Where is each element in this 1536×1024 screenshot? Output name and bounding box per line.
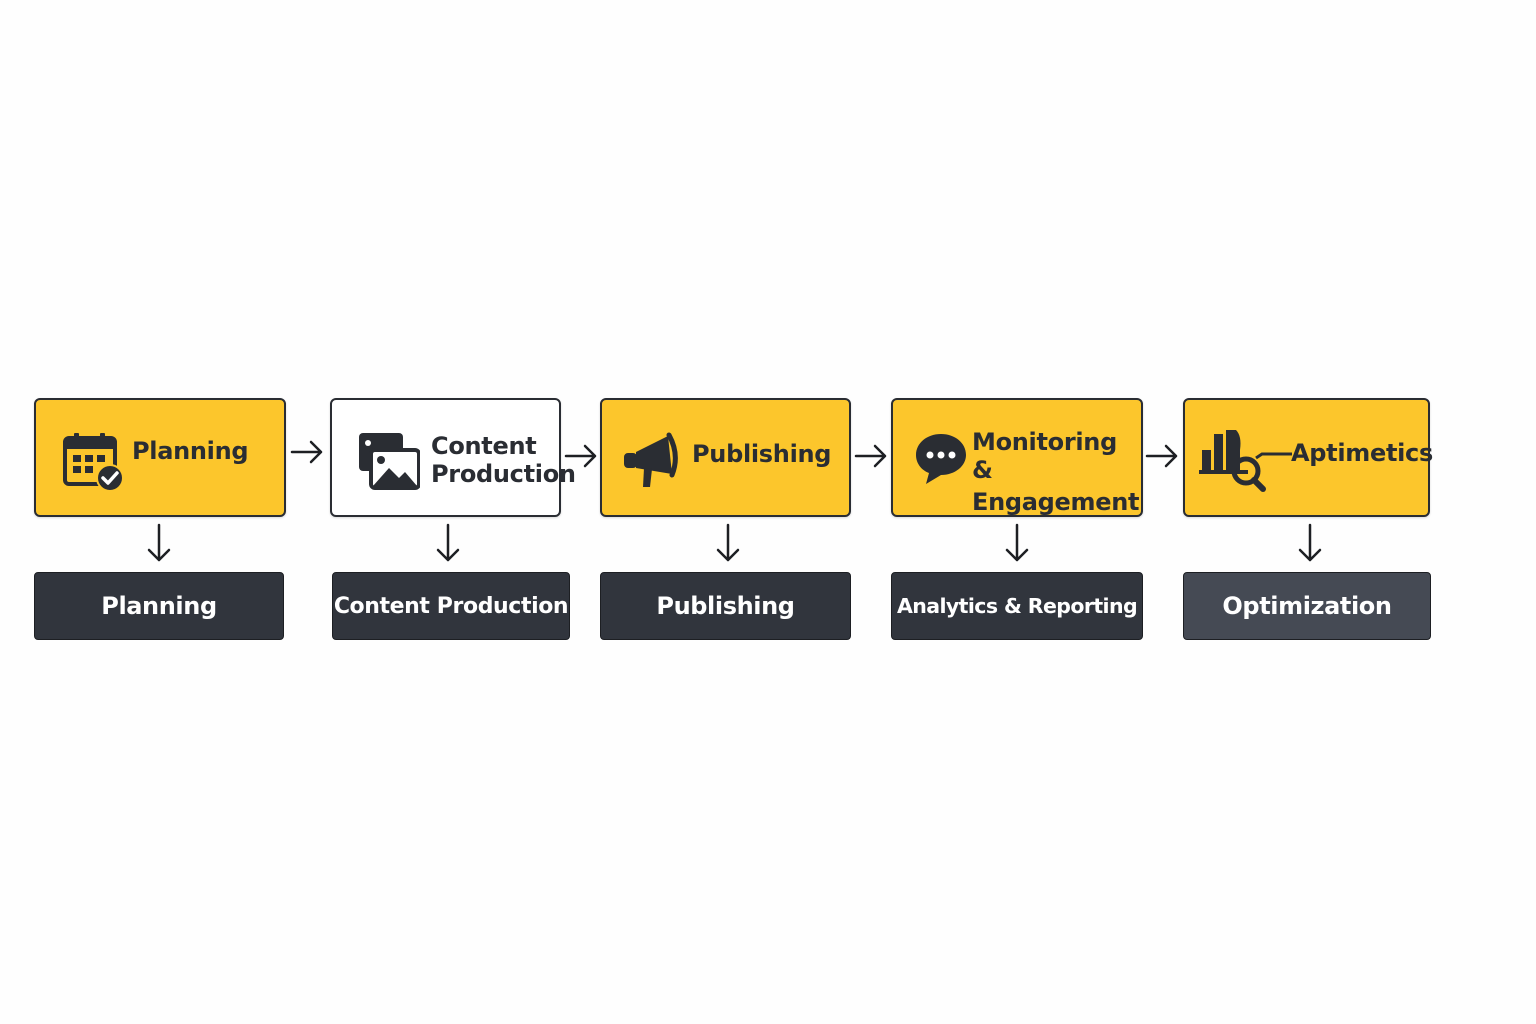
chart-search-icon (1198, 426, 1310, 500)
arrow-right-icon (290, 440, 324, 468)
arrow-down-icon (1298, 523, 1322, 567)
megaphone-icon (622, 430, 682, 494)
arrow-right-icon (564, 444, 598, 472)
arrow-right-icon (1145, 444, 1179, 472)
arrow-down-icon (147, 523, 171, 567)
stage-box-aptimetics: Aptimetics (1183, 398, 1433, 517)
arrow-down-icon (436, 523, 460, 567)
output-box-planning: Planning (34, 572, 284, 640)
stage-box-content-production: Content Production (330, 398, 576, 517)
stage-label-line2: Engagement (972, 488, 1140, 516)
arrow-down-icon (716, 523, 740, 567)
stage-box-monitoring-engagement: Monitoring & Engagement (891, 398, 1143, 517)
stage-label-line1: Content (431, 432, 537, 460)
stage-label-aptimetics: Aptimetics (1291, 439, 1433, 467)
output-box-content-production: Content Production (332, 572, 570, 640)
chat-bubble-icon (913, 431, 969, 491)
stage-label-monitoring-engagement: Monitoring & Engagement (972, 428, 1141, 516)
stage-label-line1: Monitoring & (972, 428, 1117, 484)
arrow-right-icon (854, 444, 888, 472)
stage-label-content-production: Content Production (431, 432, 576, 488)
output-box-optimization: Optimization (1183, 572, 1431, 640)
output-box-publishing: Publishing (600, 572, 851, 640)
images-icon (358, 431, 421, 495)
output-box-analytics-reporting: Analytics & Reporting (891, 572, 1143, 640)
stage-label-publishing: Publishing (692, 440, 832, 468)
arrow-down-icon (1005, 523, 1029, 567)
stage-label-line2: Production (431, 460, 576, 488)
calendar-check-icon (63, 432, 127, 496)
stage-label-planning: Planning (132, 437, 249, 465)
stage-box-publishing: Publishing (600, 398, 851, 517)
stage-box-planning: Planning (34, 398, 286, 517)
